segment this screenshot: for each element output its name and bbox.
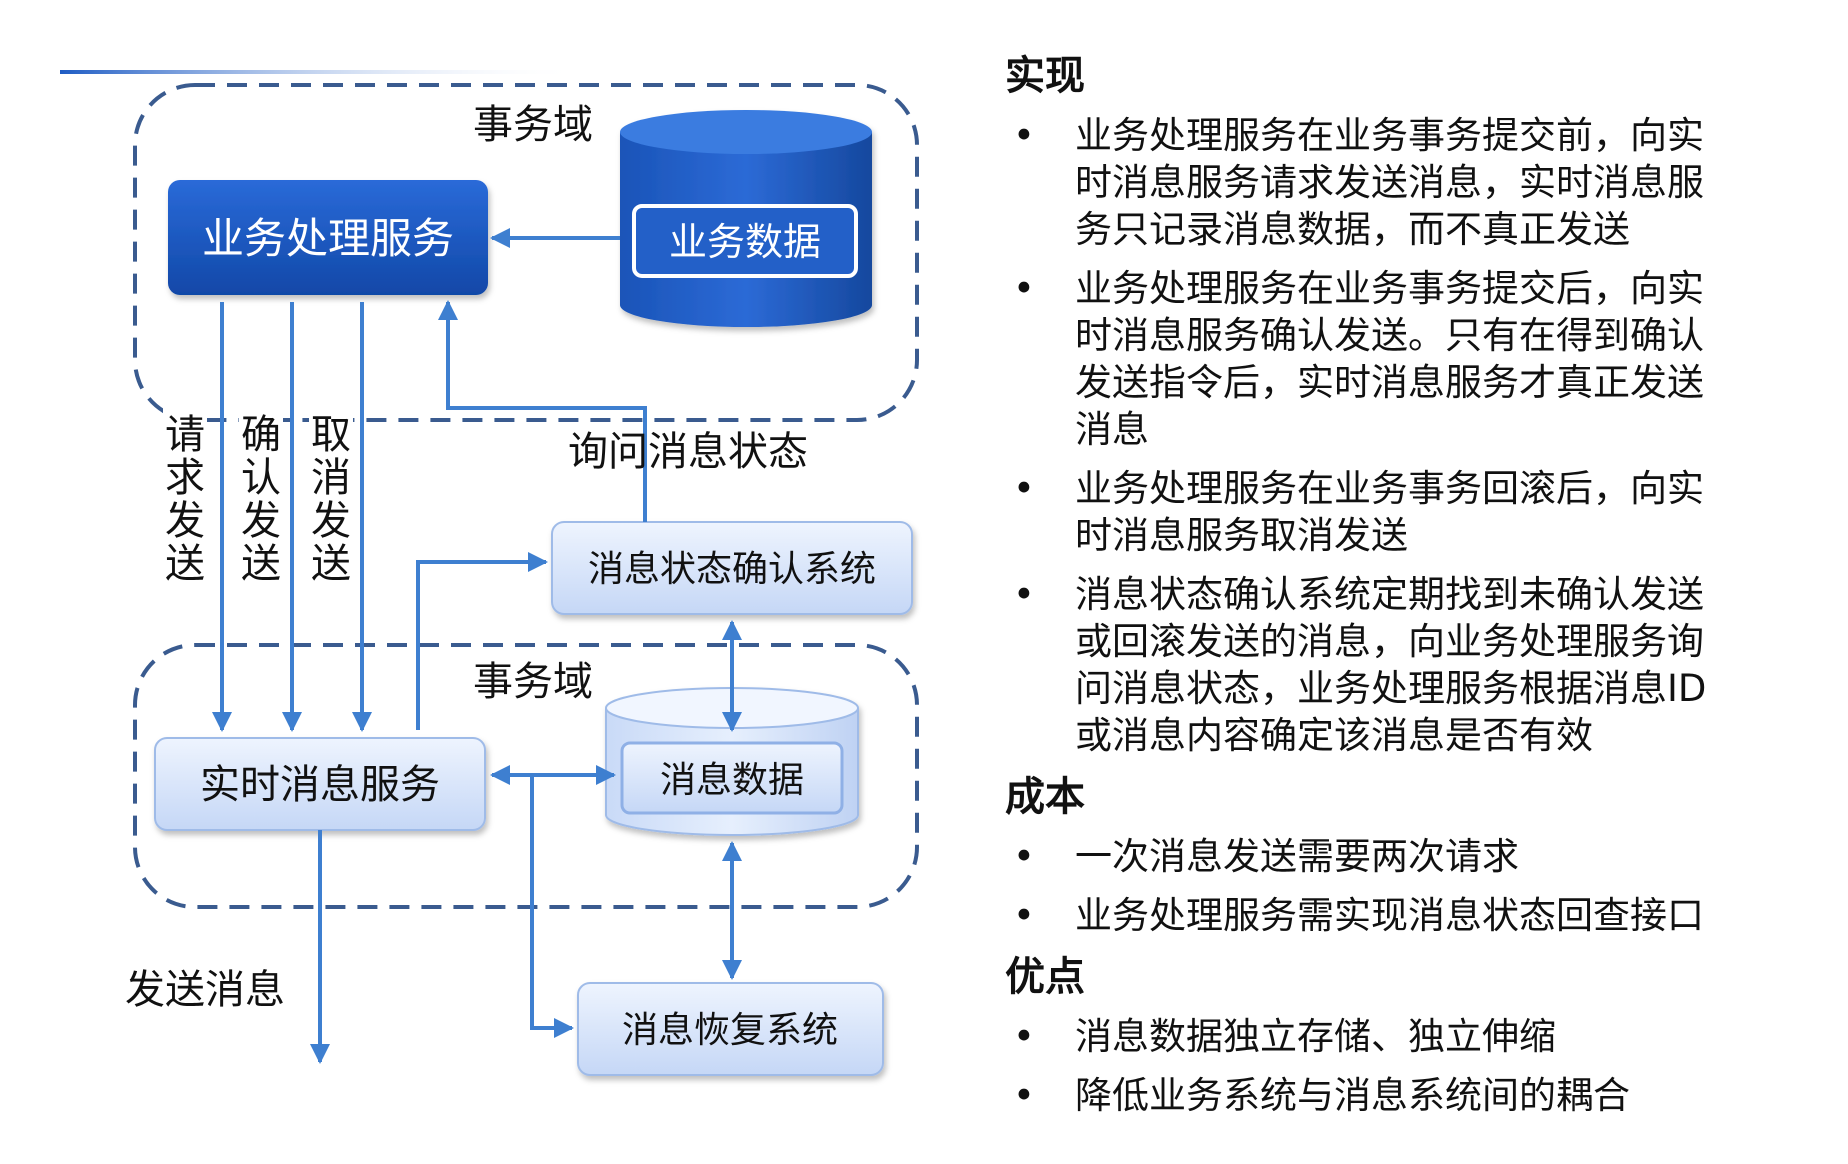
vertical-label-char: 送: [311, 541, 351, 587]
list-item: • 业务处理服务在业务事务提交前，向实时消息服务请求发送消息，实时消息服务只记录消…: [1005, 112, 1805, 253]
vertical-label-char: 发: [241, 498, 281, 544]
domain-label-bottom: 事务域: [473, 659, 593, 705]
bullet-icon: •: [1013, 114, 1035, 157]
bullet-line: 发送指令后，实时消息服务才真正发送: [1075, 361, 1704, 404]
recovery-system-label: 消息恢复系统: [622, 1010, 838, 1051]
status-confirm-system-label: 消息状态确认系统: [588, 549, 876, 590]
top-accent-line: [60, 70, 580, 74]
bullet-icon: •: [1013, 267, 1035, 310]
bullet-line: 问消息状态，业务处理服务根据消息ID: [1075, 667, 1707, 710]
arrow-query-status: [438, 300, 647, 522]
bullet-line: 时消息服务取消发送: [1075, 514, 1408, 557]
business-data-label: 业务数据: [669, 220, 821, 264]
query-status-label: 询问消息状态: [568, 429, 808, 475]
list-item: • 一次消息发送需要两次请求: [1005, 833, 1805, 880]
recovery-system-box: [577, 982, 884, 1076]
bullet-line: 消息: [1075, 408, 1149, 451]
transaction-domain-bottom: [133, 643, 919, 909]
bullet-list: • 一次消息发送需要两次请求 • 业务处理服务需实现消息状态回查接口: [1005, 833, 1805, 939]
list-item: • 业务处理服务在业务事务回滚后，向实时消息服务取消发送: [1005, 465, 1805, 559]
vertical-label-char: 发: [165, 498, 205, 544]
list-item: • 降低业务系统与消息系统间的耦合: [1005, 1072, 1805, 1119]
bullet-line: 业务处理服务在业务事务提交后，向实: [1075, 267, 1704, 310]
vertical-label-char: 发: [311, 498, 351, 544]
explanation-panel: 实现 • 业务处理服务在业务事务提交前，向实时消息服务请求发送消息，实时消息服务只记…: [1005, 50, 1805, 1131]
business-service-box: [168, 180, 488, 295]
domain-label-top: 事务域: [473, 102, 593, 148]
section-heading: 成本: [1005, 774, 1085, 820]
bullet-line: 时消息服务请求发送消息，实时消息服: [1075, 161, 1704, 204]
bullet-list: • 业务处理服务在业务事务提交前，向实时消息服务请求发送消息，实时消息服务只记录消…: [1005, 112, 1805, 759]
bullet-line: 消息状态确认系统定期找到未确认发送: [1075, 573, 1704, 616]
vertical-label-char: 认: [241, 455, 281, 501]
vertical-label-char: 取: [311, 412, 351, 458]
bullet-line: 务只记录消息数据，而不真正发送: [1075, 208, 1630, 251]
business-service-label: 业务处理服务: [202, 214, 454, 263]
arrow-to-recovery: [530, 775, 574, 1038]
vertical-label-char: 送: [241, 541, 281, 587]
bullet-line: 一次消息发送需要两次请求: [1075, 835, 1519, 878]
business-data-box: [632, 204, 858, 278]
transaction-domain-top: [133, 83, 919, 422]
message-data-label: 消息数据: [660, 760, 804, 801]
bullet-line: 业务处理服务需实现消息状态回查接口: [1075, 894, 1704, 937]
bullet-line: 时消息服务确认发送。只有在得到确认: [1075, 314, 1704, 357]
vertical-label-char: 消: [311, 455, 351, 501]
vertical-label-cancel-send: 取消发送: [309, 406, 353, 592]
bullet-icon: •: [1013, 1074, 1035, 1117]
vertical-label-char: 请: [165, 412, 205, 458]
bullet-icon: •: [1013, 835, 1035, 878]
arrow-realtime-to-confirm: [416, 552, 548, 730]
list-item: • 业务处理服务在业务事务提交后，向实时消息服务确认发送。只有在得到确认发送指令后…: [1005, 265, 1805, 453]
vertical-label-confirm-send: 确认发送: [239, 406, 283, 592]
connector-arrows: [212, 228, 742, 1064]
bullet-list: • 消息数据独立存储、独立伸缩 • 降低业务系统与消息系统间的耦合: [1005, 1013, 1805, 1119]
vertical-label-char: 确: [241, 412, 281, 458]
bullet-icon: •: [1013, 894, 1035, 937]
bullet-line: 或消息内容确定该消息是否有效: [1075, 714, 1593, 757]
vertical-label-request-send: 请求发送: [163, 406, 207, 592]
vertical-label-char: 求: [165, 455, 205, 501]
bullet-line: 业务处理服务在业务事务提交前，向实: [1075, 114, 1704, 157]
list-item: • 消息状态确认系统定期找到未确认发送或回滚发送的消息，向业务处理服务询问消息状态…: [1005, 571, 1805, 759]
message-data-box: [620, 741, 844, 815]
section-heading: 实现: [1005, 53, 1085, 99]
bullet-line: 消息数据独立存储、独立伸缩: [1075, 1015, 1556, 1058]
list-item: • 业务处理服务需实现消息状态回查接口: [1005, 892, 1805, 939]
bullet-line: 业务处理服务在业务事务回滚后，向实: [1075, 467, 1704, 510]
bullet-line: 降低业务系统与消息系统间的耦合: [1075, 1074, 1630, 1117]
architecture-diagram: 事务域 事务域 业务处理服务 业务数据 消息状态确认系统 实时消息服务 消息数据…: [60, 70, 919, 1076]
status-confirm-system-box: [551, 521, 913, 615]
bullet-icon: •: [1013, 573, 1035, 616]
send-message-label: 发送消息: [125, 967, 285, 1013]
realtime-service-label: 实时消息服务: [200, 762, 440, 808]
bullet-icon: •: [1013, 1015, 1035, 1058]
bullet-line: 或回滚发送的消息，向业务处理服务询: [1075, 620, 1704, 663]
list-item: • 消息数据独立存储、独立伸缩: [1005, 1013, 1805, 1060]
section-heading: 优点: [1005, 954, 1085, 1000]
vertical-label-char: 送: [165, 541, 205, 587]
bullet-icon: •: [1013, 467, 1035, 510]
